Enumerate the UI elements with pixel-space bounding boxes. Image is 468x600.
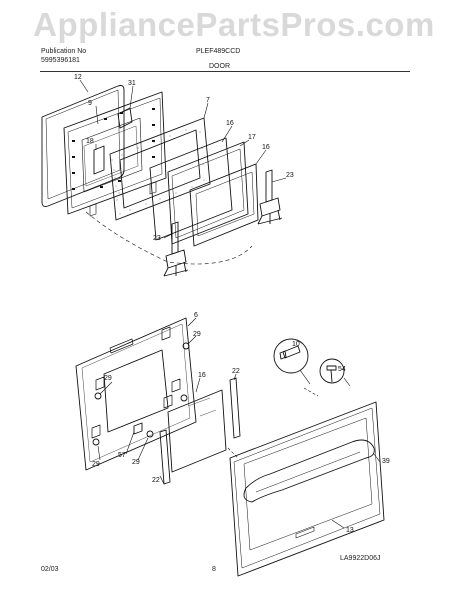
glass-retainer-right	[229, 377, 241, 439]
callout-23-left: 23	[153, 235, 161, 242]
callout-23-right: 23	[286, 172, 294, 179]
door-insulation-frame	[109, 117, 211, 221]
callout-9: 9	[88, 100, 92, 107]
callout-54: 54	[338, 366, 346, 373]
footer-date: 02/03	[41, 566, 59, 573]
inner-glass-16	[189, 163, 259, 247]
door-liner	[63, 91, 167, 215]
glass-pack-17	[167, 141, 249, 245]
panel-slots	[91, 326, 181, 439]
callout-16-top: 16	[226, 120, 234, 127]
inset-screw-54	[319, 358, 345, 384]
callout-31: 31	[128, 80, 136, 87]
door-badge	[295, 526, 315, 539]
callout-29-left: 29	[104, 375, 112, 382]
header-rule	[40, 71, 410, 72]
publication-label: Publication No	[41, 48, 87, 55]
publication-number: 5995396181	[41, 57, 80, 64]
model-number: PLEF489CCD	[196, 48, 241, 55]
callout-22-right: 22	[232, 368, 240, 375]
callout-29-bottom: 29	[92, 461, 100, 468]
callout-22-left: 22	[152, 477, 160, 484]
alignment-line	[85, 211, 253, 265]
door-handle	[243, 439, 375, 503]
leader-lines-upper	[79, 79, 287, 239]
bracket-31	[117, 107, 133, 129]
door-gasket	[41, 85, 125, 207]
clip-57	[133, 422, 143, 435]
callout-10: 10	[292, 341, 300, 348]
callout-13: 13	[346, 527, 354, 534]
callout-16-lower: 16	[198, 372, 206, 379]
inner-door-panel	[75, 317, 197, 471]
hinge-right	[257, 169, 283, 225]
outer-door	[229, 401, 385, 577]
callout-16-right: 16	[262, 144, 270, 151]
callout-39: 39	[382, 458, 390, 465]
panel-screws	[92, 342, 190, 446]
bracket-18	[93, 145, 105, 175]
window-glass-lower	[167, 389, 227, 473]
hinge-left	[163, 221, 189, 277]
callout-7: 7	[206, 97, 210, 104]
watermark: AppliancePartsPros.com	[33, 6, 435, 43]
inset-handle-screw	[273, 338, 309, 374]
callout-18: 18	[86, 138, 94, 145]
callout-6: 6	[194, 312, 198, 319]
callout-57: 57	[118, 452, 126, 459]
glass-retainer-left	[159, 429, 171, 485]
liner-perforations	[72, 108, 155, 190]
callout-29-mid: 29	[132, 459, 140, 466]
diagram-code: LA9922D06J	[340, 555, 381, 562]
callout-labels: 12 31 9 7 18 16 17 16 23 23 6 29 29 16 2…	[74, 74, 390, 534]
window-glass-16	[149, 137, 233, 241]
callout-12: 12	[74, 74, 82, 81]
section-title: DOOR	[209, 63, 230, 70]
callout-29-top: 29	[193, 331, 201, 338]
insulation-stipple	[111, 129, 205, 215]
leader-lines-lower	[97, 317, 381, 529]
callout-17: 17	[248, 134, 256, 141]
page-number: 8	[212, 566, 216, 573]
